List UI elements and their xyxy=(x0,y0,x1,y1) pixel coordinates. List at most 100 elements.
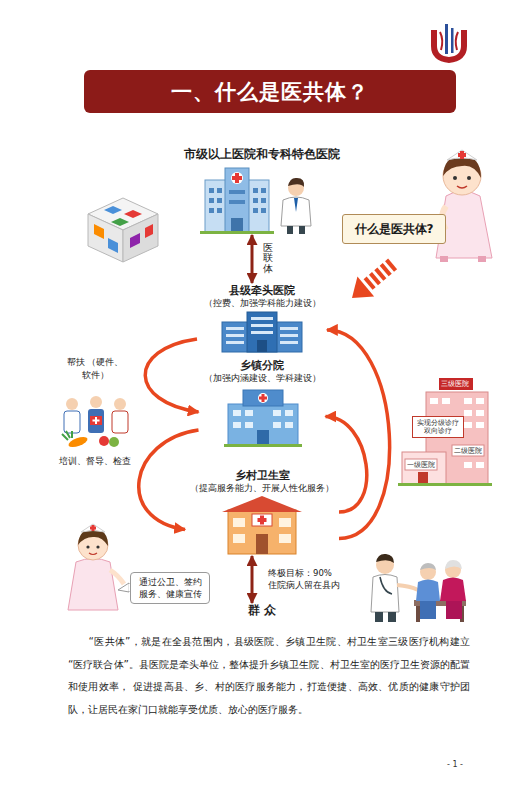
tiered-hospitals xyxy=(464,462,472,468)
building-sign: 三级医院 xyxy=(441,380,469,388)
logo xyxy=(431,30,467,63)
nurse-small xyxy=(90,527,96,530)
township-hospital xyxy=(245,410,253,416)
tiered-hospitals xyxy=(418,472,428,484)
village-clinic xyxy=(233,534,245,543)
hospital-level: 乡村卫生室（提高服务能力、开展人性化服务） xyxy=(185,468,339,556)
doctor-with-elders xyxy=(440,578,466,602)
township-hospital xyxy=(245,422,253,428)
tiered-hospitals xyxy=(442,398,450,404)
nurse-figure xyxy=(458,153,466,157)
city-hospital xyxy=(261,208,266,213)
puzzle-cube xyxy=(94,224,104,239)
node-subtitle: （加强内涵建设、学科建设） xyxy=(199,372,326,384)
doctor-figure xyxy=(299,226,305,234)
county-hospital xyxy=(247,312,277,352)
city-hospital xyxy=(200,168,274,234)
city-hospital xyxy=(231,172,243,184)
tiered-hospitals xyxy=(476,410,484,416)
tiered-hospitals xyxy=(398,378,492,486)
doctor-with-elders xyxy=(380,577,392,594)
county-hospital xyxy=(257,340,267,352)
tiered-hospitals xyxy=(398,483,492,486)
village-clinic xyxy=(228,510,296,554)
nurse-small xyxy=(89,553,97,555)
edge-label: 终极目标：90% 住院病人留在县内 xyxy=(268,567,354,591)
county-hospital xyxy=(280,341,298,344)
connector-arrow xyxy=(251,235,254,283)
doctor-with-elders xyxy=(445,560,462,569)
node-title: 实现分级诊疗 双向诊疗 xyxy=(415,419,461,435)
edge-label: 帮扶 （硬件、软件） xyxy=(59,356,131,382)
puzzle-cube xyxy=(123,214,158,262)
nurse-small xyxy=(96,545,99,548)
connector-arrow xyxy=(145,339,198,412)
city-hospital xyxy=(261,198,266,203)
nurse-figure xyxy=(467,176,471,180)
nurse-figure xyxy=(440,256,448,262)
connector-arrow xyxy=(327,330,390,539)
node-title: 什么是医共体? xyxy=(355,221,434,238)
tiered-hospitals xyxy=(476,422,484,428)
county-hospital xyxy=(280,334,298,337)
city-hospital xyxy=(232,176,242,180)
township-hospital xyxy=(285,422,293,428)
city-hospital xyxy=(229,200,245,204)
doctor-figure xyxy=(281,178,311,234)
tiered-hospitals xyxy=(476,462,484,468)
helper-doctors xyxy=(112,411,128,433)
big-red-arrow xyxy=(385,259,397,272)
county-hospital xyxy=(251,324,273,327)
township-hospital xyxy=(273,422,281,428)
tiered-hospitals xyxy=(452,445,484,456)
title-text: 一、什么是医共体？ xyxy=(171,78,369,106)
doctor-with-elders xyxy=(388,612,396,622)
node-title: 乡镇分院 xyxy=(199,358,326,372)
doctor-figure xyxy=(287,226,293,234)
logo xyxy=(431,24,467,63)
caption-paragraph: “医共体”，就是在全县范围内，县级医院、乡镇卫生院、村卫生室三级医疗机构建立“医… xyxy=(68,630,470,720)
tiered-hospitals xyxy=(476,398,484,404)
puzzle-cube xyxy=(111,218,129,226)
bubble-pointer xyxy=(118,583,131,592)
edge-label: 培训、督导、检查 xyxy=(59,455,131,468)
city-hospital xyxy=(200,231,274,234)
township-hospital xyxy=(259,397,267,400)
node-title: 通过公卫、签约 服务、健康宣传 xyxy=(135,576,205,600)
node-subtitle: （控费、加强学科能力建设） xyxy=(197,297,327,309)
building-sign: 二级医院 xyxy=(454,447,482,455)
city-hospital xyxy=(253,208,258,213)
county-hospital xyxy=(251,331,273,334)
edge-label: 医联体 xyxy=(263,243,273,274)
doctor-with-elders xyxy=(371,575,399,613)
city-hospital xyxy=(229,190,245,194)
puzzle-cube xyxy=(130,233,140,248)
sign-plate: 实现分级诊疗 双向诊疗 xyxy=(412,416,464,438)
village-clinic xyxy=(222,496,302,512)
city-hospital xyxy=(209,208,214,213)
village-clinic xyxy=(258,518,267,522)
hospital-level: 乡镇分院（加强内涵建设、学科建设） xyxy=(199,358,326,448)
village-clinic xyxy=(233,518,245,527)
tiered-hospitals xyxy=(464,410,472,416)
puzzle-cube xyxy=(124,210,142,218)
nurse-figure xyxy=(478,256,486,262)
tiered-hospitals xyxy=(405,459,437,470)
nurse-small xyxy=(68,559,118,611)
nurse-figure xyxy=(447,150,477,160)
city-hospital xyxy=(225,168,249,232)
tiered-hospitals xyxy=(439,378,473,390)
puzzle-cube xyxy=(108,238,118,253)
hospital-level: 市级以上医院和专科特色医院 xyxy=(179,147,345,235)
county-hospital xyxy=(226,334,244,337)
doctor-with-elders xyxy=(416,606,420,622)
county-hospital xyxy=(251,317,273,320)
village-clinic xyxy=(279,518,291,527)
county-hospital xyxy=(226,317,298,344)
helper-doctors xyxy=(64,411,80,433)
city-hospital xyxy=(209,198,214,203)
tiered-hospitals xyxy=(464,422,472,428)
city-hospital xyxy=(261,188,266,193)
